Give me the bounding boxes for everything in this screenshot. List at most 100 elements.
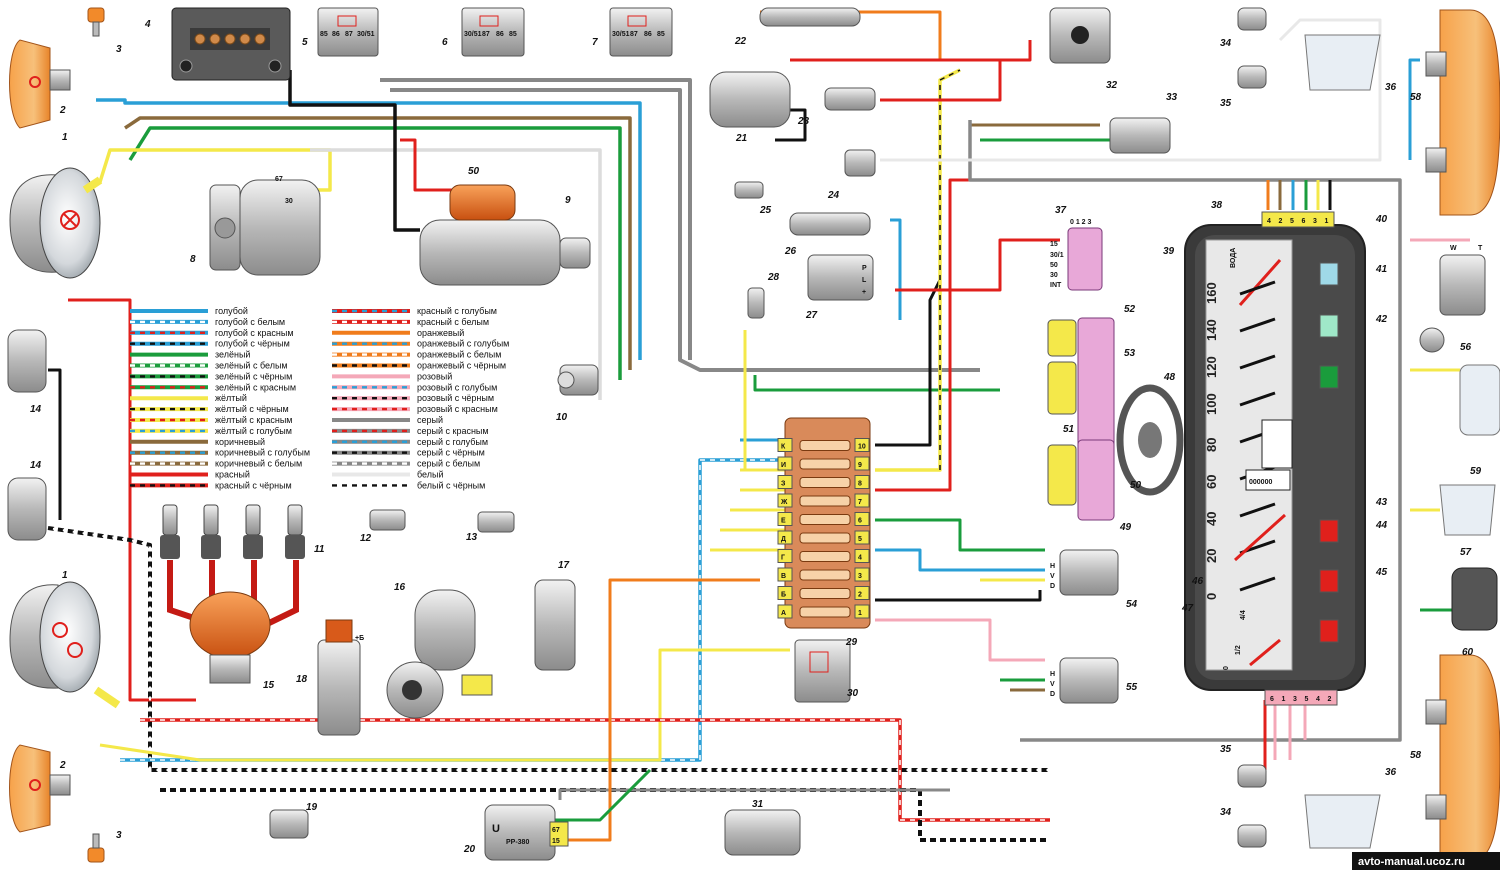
legend-label: серый с голубым: [417, 437, 488, 447]
component-number: 2: [59, 105, 66, 116]
speed-tick-mark: [1239, 354, 1276, 370]
component-number: 46: [1191, 576, 1204, 587]
speed-tick-mark: [1239, 280, 1276, 296]
legend-label: серый: [417, 415, 443, 425]
fuse: [799, 588, 851, 599]
legend-item: красный с белым: [332, 317, 489, 327]
component-number: 37: [1055, 205, 1067, 216]
component-number: 42: [1375, 314, 1388, 325]
legend-item: зелёный с белым: [130, 361, 288, 371]
wire-grey: [380, 78, 692, 360]
legend-item: голубой: [130, 306, 248, 316]
cluster-pin-top: 1: [1325, 218, 1329, 225]
relay-5: 85 86 87 30/51: [317, 7, 379, 57]
svg-text:86: 86: [496, 31, 504, 38]
fuse-letter-tab: [777, 475, 793, 489]
legend-item: жёлтый с чёрным: [130, 404, 289, 414]
svg-text:85: 85: [320, 31, 328, 38]
fuse-letter-tab: [777, 493, 793, 508]
fuse-letter: Б: [781, 592, 786, 599]
component-number: 49: [1119, 522, 1132, 533]
fuse-number-tab: [854, 530, 870, 545]
fuse-letter: Д: [781, 536, 786, 543]
component-number: 35: [1220, 98, 1232, 109]
component-number: 36: [1385, 767, 1397, 778]
cluster-pin-top: 3: [1313, 218, 1317, 225]
component-number: 43: [1375, 497, 1388, 508]
legend-label: белый: [417, 470, 444, 480]
wire-blue: [1408, 58, 1420, 160]
legend-label: коричневый с голубым: [215, 448, 310, 458]
speed-tick-label: 20: [1204, 549, 1219, 563]
fuse-letter: Г: [781, 555, 785, 562]
legend-label: голубой с белым: [215, 317, 285, 327]
relay-30: [794, 639, 851, 703]
component-number: 52: [1124, 304, 1136, 315]
cluster-pin-top: 5: [1290, 218, 1294, 225]
switch-54: H V D: [1050, 549, 1119, 596]
component-number: 2: [59, 760, 66, 771]
fuse-letter: Е: [781, 518, 786, 525]
wiper-motor-16: [386, 589, 493, 719]
component-number: 8: [190, 254, 196, 265]
wire-red: [68, 298, 196, 702]
switch-33: [1109, 117, 1171, 154]
cluster-pin-top: 6: [1302, 218, 1306, 225]
svg-text:T: T: [1478, 245, 1483, 252]
wire-grey: [558, 788, 950, 800]
legend-item: зелёный: [130, 350, 250, 360]
fuse-letter-tab: [777, 530, 793, 545]
fuse-number: 4: [858, 555, 862, 562]
legend-item: розовый с чёрным: [332, 393, 494, 403]
svg-text:0 1 2 3: 0 1 2 3: [1070, 219, 1092, 226]
fuse-number: 10: [858, 444, 866, 451]
legend-item: голубой с белым: [130, 317, 285, 327]
fuse-number: 2: [858, 592, 862, 599]
speed-tick-mark: [1239, 317, 1276, 333]
component-number: 20: [463, 844, 476, 855]
wire-white: [880, 18, 1382, 162]
legend-item: красный с голубым: [332, 306, 497, 316]
svg-text:H: H: [1050, 671, 1055, 678]
speed-tick-label: 40: [1204, 512, 1219, 526]
wire-yellow-black: [939, 69, 961, 470]
wire-black: [48, 368, 62, 520]
svg-text:87: 87: [630, 31, 638, 38]
legend-item: розовый с голубым: [332, 382, 497, 392]
component-number: 34: [1220, 807, 1232, 818]
fuse-letter: И: [781, 462, 786, 469]
wire-blue: [875, 548, 1045, 572]
fuse-letter: Ж: [780, 499, 788, 506]
component-number: 3: [116, 830, 122, 841]
component-number: 58: [1410, 750, 1422, 761]
fuse: [799, 532, 851, 544]
component-number: 17: [558, 560, 570, 571]
fuse-number-tab: [854, 438, 870, 452]
wire-black: [288, 70, 420, 232]
svg-text:15: 15: [552, 838, 560, 845]
tail-lamp-58-bottom: [1425, 654, 1500, 863]
heater-motor-21: [709, 71, 791, 128]
svg-text:INT: INT: [1050, 282, 1062, 289]
component-number: 12: [360, 533, 372, 544]
svg-text:D: D: [1050, 583, 1055, 590]
component-number: 54: [1126, 599, 1138, 610]
fuse-letter-tab: [777, 567, 793, 582]
svg-text:50: 50: [1050, 262, 1058, 269]
speed-tick-label: 140: [1204, 319, 1219, 341]
legend-item: белый с чёрным: [332, 480, 485, 490]
component-number: 57: [1460, 547, 1472, 558]
legend-label: голубой: [215, 306, 248, 316]
legend-label: розовый с чёрным: [417, 393, 494, 403]
lamp-35-top: [1237, 65, 1267, 89]
component-number: 5: [302, 37, 308, 48]
legend-item: оранжевый: [332, 328, 464, 338]
wire-blue: [96, 98, 642, 360]
legend-item: серый с голубым: [332, 437, 488, 447]
tail-lamp-58-top: [1425, 9, 1500, 216]
